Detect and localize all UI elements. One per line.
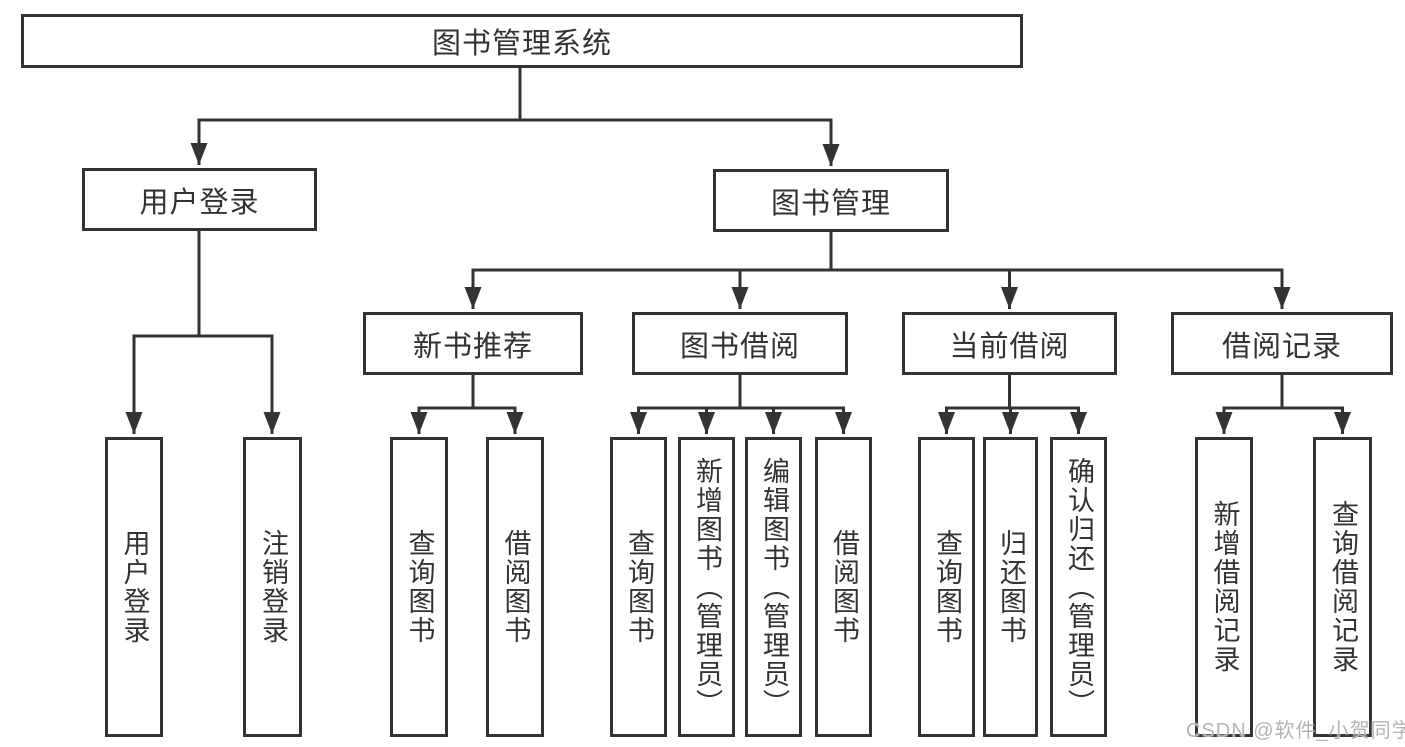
- node-return-book-label: 归还图书: [996, 529, 1026, 645]
- node-query-book-2: 查询图书: [610, 437, 667, 737]
- node-user-login-leaf: 用户登录: [105, 437, 163, 737]
- node-return-book: 归还图书: [983, 437, 1038, 737]
- connector-trunks: [132, 68, 1344, 410]
- node-query-book-1-label: 查询图书: [404, 529, 435, 645]
- node-new-book-recommend: 新书推荐: [363, 312, 583, 375]
- node-book-borrow: 图书借阅: [632, 312, 848, 375]
- node-borrow-book-1: 借阅图书: [486, 437, 544, 737]
- node-logout-leaf-label: 注销登录: [258, 529, 288, 645]
- node-edit-book-admin-label: 编辑图书（管理员）: [759, 456, 789, 718]
- node-query-book-1: 查询图书: [390, 437, 448, 737]
- node-borrow-book-2-label: 借阅图书: [829, 529, 859, 645]
- node-logout-leaf: 注销登录: [243, 437, 302, 737]
- node-confirm-return-admin: 确认归还（管理员）: [1050, 437, 1107, 737]
- node-add-borrow-record-label: 新增借阅记录: [1209, 500, 1240, 674]
- node-user-login: 用户登录: [82, 168, 317, 231]
- node-borrow-book-1-label: 借阅图书: [500, 529, 531, 645]
- node-current-borrow: 当前借阅: [902, 312, 1117, 375]
- node-confirm-return-admin-label: 确认归还（管理员）: [1064, 456, 1094, 718]
- node-borrow-book-2: 借阅图书: [815, 437, 872, 737]
- csdn-watermark: CSDN @软件_小贺同学: [1186, 720, 1405, 742]
- node-edit-book-admin: 编辑图书（管理员）: [745, 437, 802, 737]
- node-user-login-leaf-label: 用户登录: [119, 529, 150, 645]
- node-borrow-record: 借阅记录: [1171, 312, 1393, 375]
- node-book-management: 图书管理: [713, 169, 949, 232]
- node-add-book-admin: 新增图书（管理员）: [678, 437, 735, 737]
- node-query-book-2-label: 查询图书: [624, 529, 654, 645]
- node-add-borrow-record: 新增借阅记录: [1195, 437, 1253, 737]
- node-query-book-3-label: 查询图书: [932, 529, 962, 645]
- node-root-library-system: 图书管理系统: [21, 14, 1023, 68]
- node-query-borrow-record: 查询借阅记录: [1313, 437, 1372, 737]
- connector-arrows: [125, 120, 1351, 434]
- node-query-book-3: 查询图书: [918, 437, 975, 737]
- node-query-borrow-record-label: 查询借阅记录: [1328, 500, 1358, 674]
- node-add-book-admin-label: 新增图书（管理员）: [692, 456, 722, 718]
